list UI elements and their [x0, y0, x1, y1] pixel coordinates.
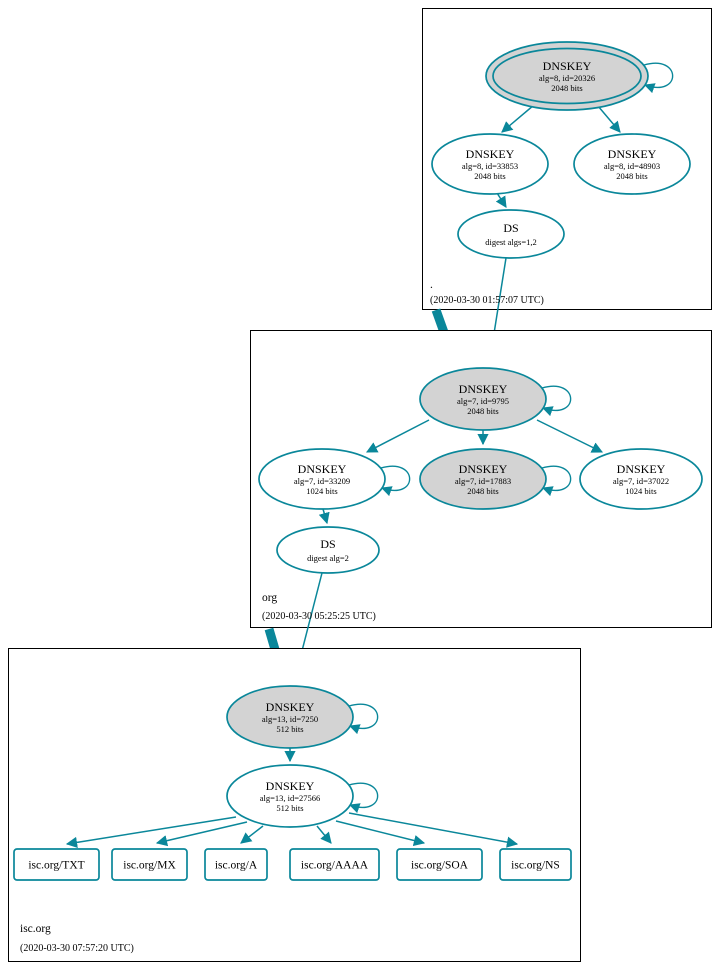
self-sign-loop-org-ksk: [541, 385, 572, 417]
org-ksk-title: DNSKEY: [459, 382, 508, 396]
rrsig-edge-org-ksk-to-zsk2: [536, 419, 604, 453]
org-ds-title: DS: [320, 537, 335, 551]
self-sign-loop-org-ksk2: [541, 465, 572, 497]
rrset-a-label: isc.org/A: [215, 860, 258, 872]
rrsig-edge-isc-zsk-to-soa: [335, 820, 426, 847]
root-zsk1-alg: alg=8, id=33853: [462, 161, 518, 171]
root-zsk-dnskey-33853[interactable]: DNSKEY alg=8, id=33853 2048 bits: [431, 133, 549, 195]
org-zsk-dnskey-37022[interactable]: DNSKEY alg=7, id=37022 1024 bits: [579, 448, 703, 510]
org-zsk1-title: DNSKEY: [298, 462, 347, 476]
rrset-mx-label: isc.org/MX: [123, 860, 176, 872]
zone-timestamp-org: (2020-03-30 05:25:25 UTC): [262, 611, 376, 622]
root-ds-title: DS: [503, 221, 518, 235]
org-zsk1-bits: 1024 bits: [306, 486, 337, 496]
org-zsk1-alg: alg=7, id=33209: [294, 476, 350, 486]
rrset-isc-org-a[interactable]: isc.org/A: [204, 848, 268, 881]
root-ksk-dnskey-20326[interactable]: DNSKEY alg=8, id=20326 2048 bits: [485, 41, 649, 111]
root-zsk1-ellipse: [431, 133, 549, 195]
org-ksk2-bits: 2048 bits: [467, 486, 498, 496]
rrsig-edge-org-zsk1-to-ds: [318, 508, 330, 525]
rrsig-edge-root-ksk-to-zsk1: [501, 104, 535, 133]
org-ds-node[interactable]: DS digest alg=2: [276, 526, 380, 574]
org-ksk-dnskey-17883[interactable]: DNSKEY alg=7, id=17883 2048 bits: [419, 448, 547, 510]
rrsig-edge-isc-zsk-to-txt: [65, 816, 237, 848]
zone-label-root: .: [430, 279, 433, 291]
self-sign-loop-isc-ksk: [348, 703, 379, 735]
rrset-aaaa-label: isc.org/AAAA: [301, 860, 369, 872]
rrset-soa-label: isc.org/SOA: [411, 860, 469, 872]
org-ksk-dnskey-9795[interactable]: DNSKEY alg=7, id=9795 2048 bits: [419, 367, 547, 431]
rrset-ns-box: [499, 848, 572, 881]
org-zsk2-title: DNSKEY: [617, 462, 666, 476]
rrset-mx-box: [111, 848, 188, 881]
isc-ksk-alg: alg=13, id=7250: [262, 714, 318, 724]
rrset-aaaa-box: [289, 848, 380, 881]
isc-zsk-bits: 512 bits: [276, 803, 303, 813]
root-ksk-title: DNSKEY: [543, 59, 592, 73]
rrset-isc-org-txt[interactable]: isc.org/TXT: [13, 848, 100, 881]
org-ds-ellipse: [276, 526, 380, 574]
org-zsk-dnskey-33209[interactable]: DNSKEY alg=7, id=33209 1024 bits: [258, 448, 386, 510]
isc-ksk-bits: 512 bits: [276, 724, 303, 734]
rrsig-edge-isc-zsk-to-ns: [348, 812, 519, 848]
root-ksk-alg: alg=8, id=20326: [539, 73, 595, 83]
root-ksk-bits: 2048 bits: [551, 83, 582, 93]
rrset-txt-box: [13, 848, 100, 881]
rrset-isc-org-ns[interactable]: isc.org/NS: [499, 848, 572, 881]
self-sign-loop-isc-zsk: [348, 782, 379, 814]
root-zsk1-title: DNSKEY: [466, 147, 515, 161]
self-sign-loop-org-zsk1: [380, 465, 411, 497]
rrset-isc-org-aaaa[interactable]: isc.org/AAAA: [289, 848, 380, 881]
isc-zsk-title: DNSKEY: [266, 779, 315, 793]
root-zsk2-title: DNSKEY: [608, 147, 657, 161]
isc-ksk-dnskey-7250[interactable]: DNSKEY alg=13, id=7250 512 bits: [226, 685, 354, 749]
root-ksk-inner-ellipse: [492, 47, 642, 105]
org-ksk-ellipse: [419, 367, 547, 431]
zone-label-isc-org: isc.org: [20, 923, 51, 935]
org-ksk2-ellipse: [419, 448, 547, 510]
self-sign-loop-root-ksk: [643, 62, 674, 94]
rrsig-edge-org-ksk-to-zsk1: [366, 419, 430, 453]
rrset-isc-org-soa[interactable]: isc.org/SOA: [396, 848, 483, 881]
rrsig-edge-root-zsk1-to-ds: [495, 192, 507, 208]
org-ksk-bits: 2048 bits: [467, 406, 498, 416]
rrset-a-box: [204, 848, 268, 881]
org-ksk-alg: alg=7, id=9795: [457, 396, 509, 406]
root-zsk1-bits: 2048 bits: [474, 171, 505, 181]
rrsig-edge-isc-zsk-to-mx: [155, 821, 248, 847]
isc-zsk-dnskey-27566[interactable]: DNSKEY alg=13, id=27566 512 bits: [226, 764, 354, 828]
root-zsk2-bits: 2048 bits: [616, 171, 647, 181]
zone-timestamp-isc-org: (2020-03-30 07:57:20 UTC): [20, 943, 134, 954]
rrset-txt-label: isc.org/TXT: [28, 860, 84, 872]
rrset-soa-box: [396, 848, 483, 881]
rrsig-edge-root-ksk-to-zsk2: [597, 105, 621, 133]
rrsig-edge-isc-zsk-to-aaaa: [316, 825, 332, 844]
root-zsk2-alg: alg=8, id=48903: [604, 161, 660, 171]
root-zsk2-ellipse: [573, 133, 691, 195]
zone-label-org: org: [262, 592, 277, 604]
org-zsk2-ellipse: [579, 448, 703, 510]
org-ds-detail: digest alg=2: [307, 553, 349, 563]
root-zsk-dnskey-48903[interactable]: DNSKEY alg=8, id=48903 2048 bits: [573, 133, 691, 195]
isc-zsk-ellipse: [226, 764, 354, 828]
org-zsk2-alg: alg=7, id=37022: [613, 476, 669, 486]
isc-ksk-ellipse: [226, 685, 354, 749]
isc-ksk-title: DNSKEY: [266, 700, 315, 714]
zone-timestamp-root: (2020-03-30 01:57:07 UTC): [430, 295, 544, 306]
rrsig-edge-isc-zsk-to-a: [240, 825, 264, 844]
org-ksk2-title: DNSKEY: [459, 462, 508, 476]
root-ds-detail: digest algs=1,2: [485, 237, 537, 247]
rrset-isc-org-mx[interactable]: isc.org/MX: [111, 848, 188, 881]
org-ksk2-alg: alg=7, id=17883: [455, 476, 511, 486]
root-ds-ellipse: [457, 209, 565, 259]
org-zsk2-bits: 1024 bits: [625, 486, 656, 496]
isc-zsk-alg: alg=13, id=27566: [260, 793, 321, 803]
root-ds-node[interactable]: DS digest algs=1,2: [457, 209, 565, 259]
org-zsk1-ellipse: [258, 448, 386, 510]
rrset-ns-label: isc.org/NS: [511, 860, 560, 872]
